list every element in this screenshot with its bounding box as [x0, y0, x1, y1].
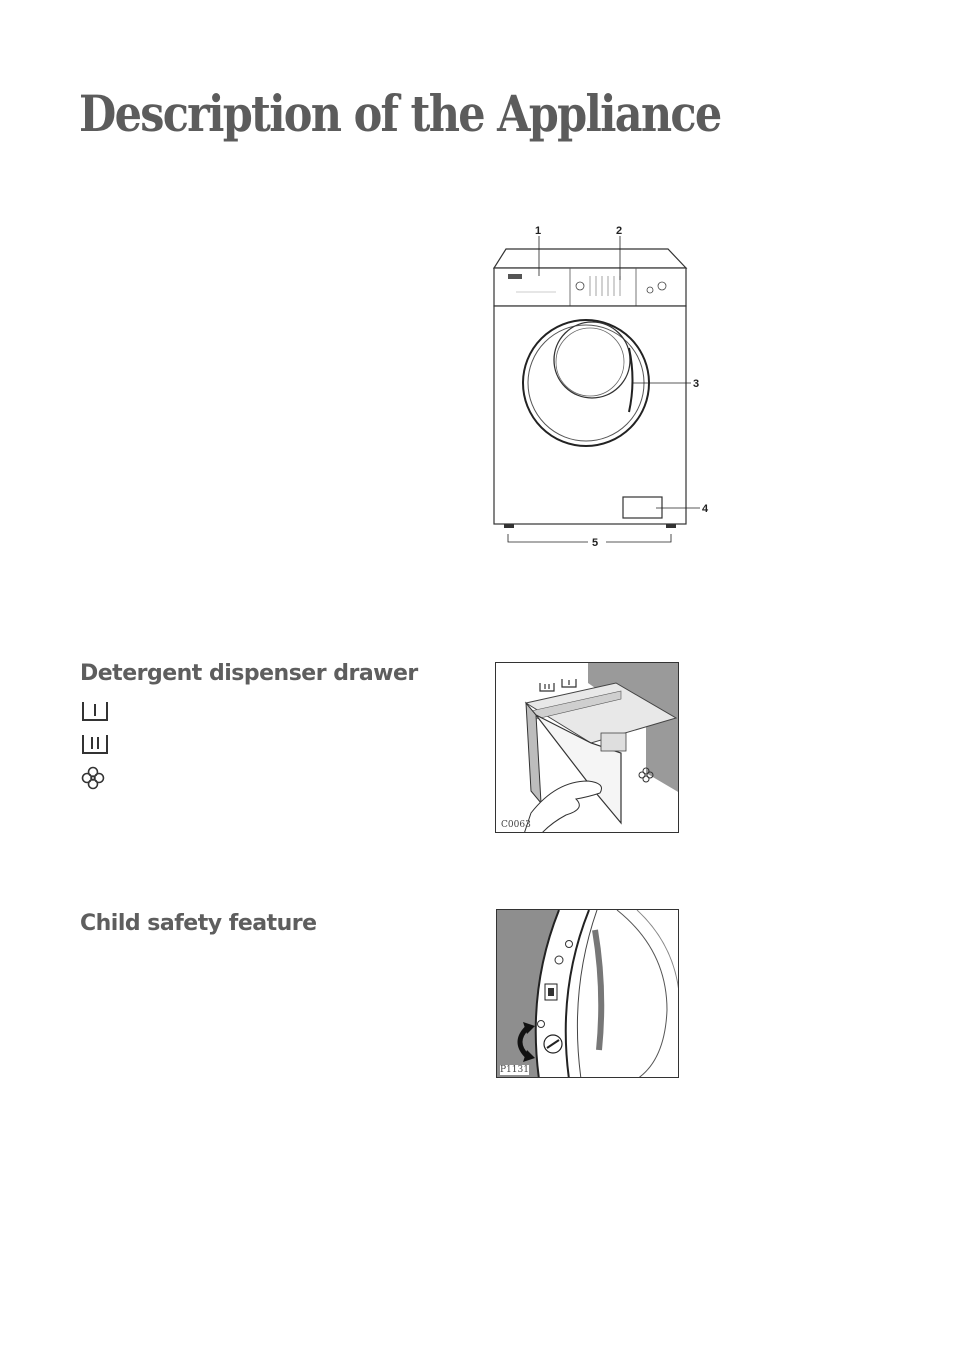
figure-code-c0063: C0063	[501, 820, 531, 830]
callout-2: 2	[616, 225, 622, 237]
prewash-compartment-icon	[82, 702, 108, 721]
callout-4: 4	[702, 503, 709, 515]
callout-1: 1	[535, 225, 541, 237]
page-title: Description of the Appliance	[79, 84, 722, 143]
washing-machine-drawing: 1 2 3 4 5	[492, 225, 709, 549]
appliance-diagram: 1 2 3 4 5	[486, 220, 716, 556]
main-wash-compartment-icon	[82, 735, 108, 754]
figure-code-p1131: P1131	[500, 1065, 529, 1075]
detergent-drawer-heading: Detergent dispenser drawer	[80, 661, 418, 686]
dispenser-drawer-illustration: C0063	[495, 662, 679, 833]
callout-3: 3	[693, 378, 699, 390]
child-safety-illustration: P1131	[496, 909, 679, 1078]
fabric-softener-icon	[81, 766, 105, 790]
callout-5: 5	[592, 537, 598, 549]
child-safety-heading: Child safety feature	[80, 911, 317, 936]
